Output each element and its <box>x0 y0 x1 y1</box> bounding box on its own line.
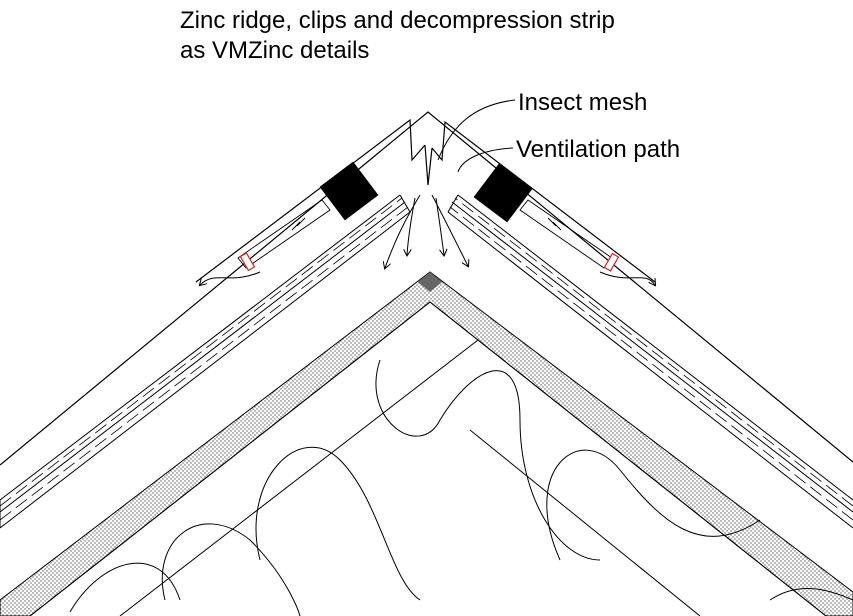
title-line-1: Zinc ridge, clips and decompression stri… <box>180 7 615 34</box>
zinc-ridge-capping <box>0 111 853 466</box>
insulation-squiggle <box>69 359 853 616</box>
insulation-lining <box>0 271 853 616</box>
roof-deck-boards <box>0 194 853 529</box>
title-line-2: as VMZinc details <box>180 37 370 64</box>
insect-mesh-label: Insect mesh <box>518 89 648 116</box>
board-grain-lines <box>0 197 853 521</box>
clip-markers <box>239 252 620 272</box>
clip-plates <box>237 199 613 269</box>
inner-lining-lines <box>29 301 827 616</box>
label-leaders <box>437 99 516 173</box>
drawing-title: Zinc ridge, clips and decompression stri… <box>180 6 615 66</box>
insect-mesh-blocks <box>319 161 533 223</box>
ventilation-arrows <box>200 194 655 285</box>
ventilation-path-label: Ventilation path <box>516 136 681 163</box>
